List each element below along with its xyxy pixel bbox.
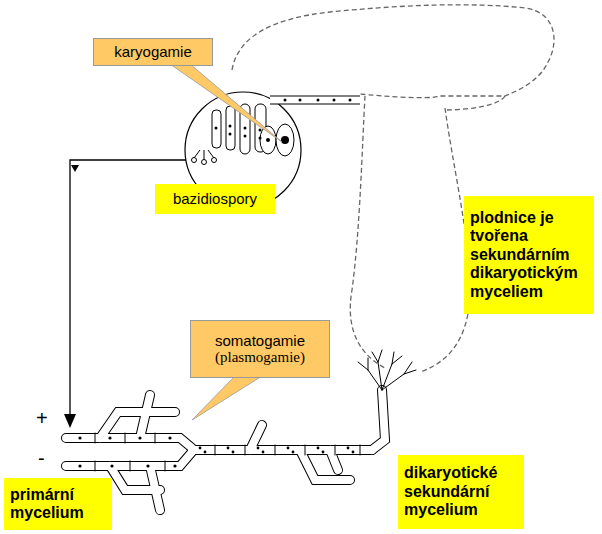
label-box: dikaryotické sekundární mycelium bbox=[398, 455, 524, 529]
mating-type-sign: + bbox=[34, 408, 50, 428]
label-box: plodnice je tvořena sekundárním dikaryot… bbox=[464, 196, 594, 314]
node-text: karyogamie bbox=[100, 43, 206, 60]
node-text: (plasmogamie) bbox=[197, 349, 323, 366]
callout-box: karyogamie bbox=[93, 38, 213, 66]
node-text: somatogamie bbox=[197, 332, 323, 349]
callout-tail bbox=[170, 64, 282, 142]
label-box: primární mycelium bbox=[4, 478, 112, 530]
node-text: plodnice je tvořena sekundárním dikaryot… bbox=[470, 209, 588, 301]
label-box: bazidiospory bbox=[155, 184, 275, 214]
callout-tail bbox=[192, 376, 262, 420]
node-text: primární mycelium bbox=[10, 486, 106, 523]
mating-type-sign: - bbox=[36, 448, 47, 468]
callout-box: somatogamie(plasmogamie) bbox=[190, 320, 330, 378]
node-text: bazidiospory bbox=[161, 190, 269, 207]
node-text: dikaryotické sekundární mycelium bbox=[404, 464, 518, 519]
